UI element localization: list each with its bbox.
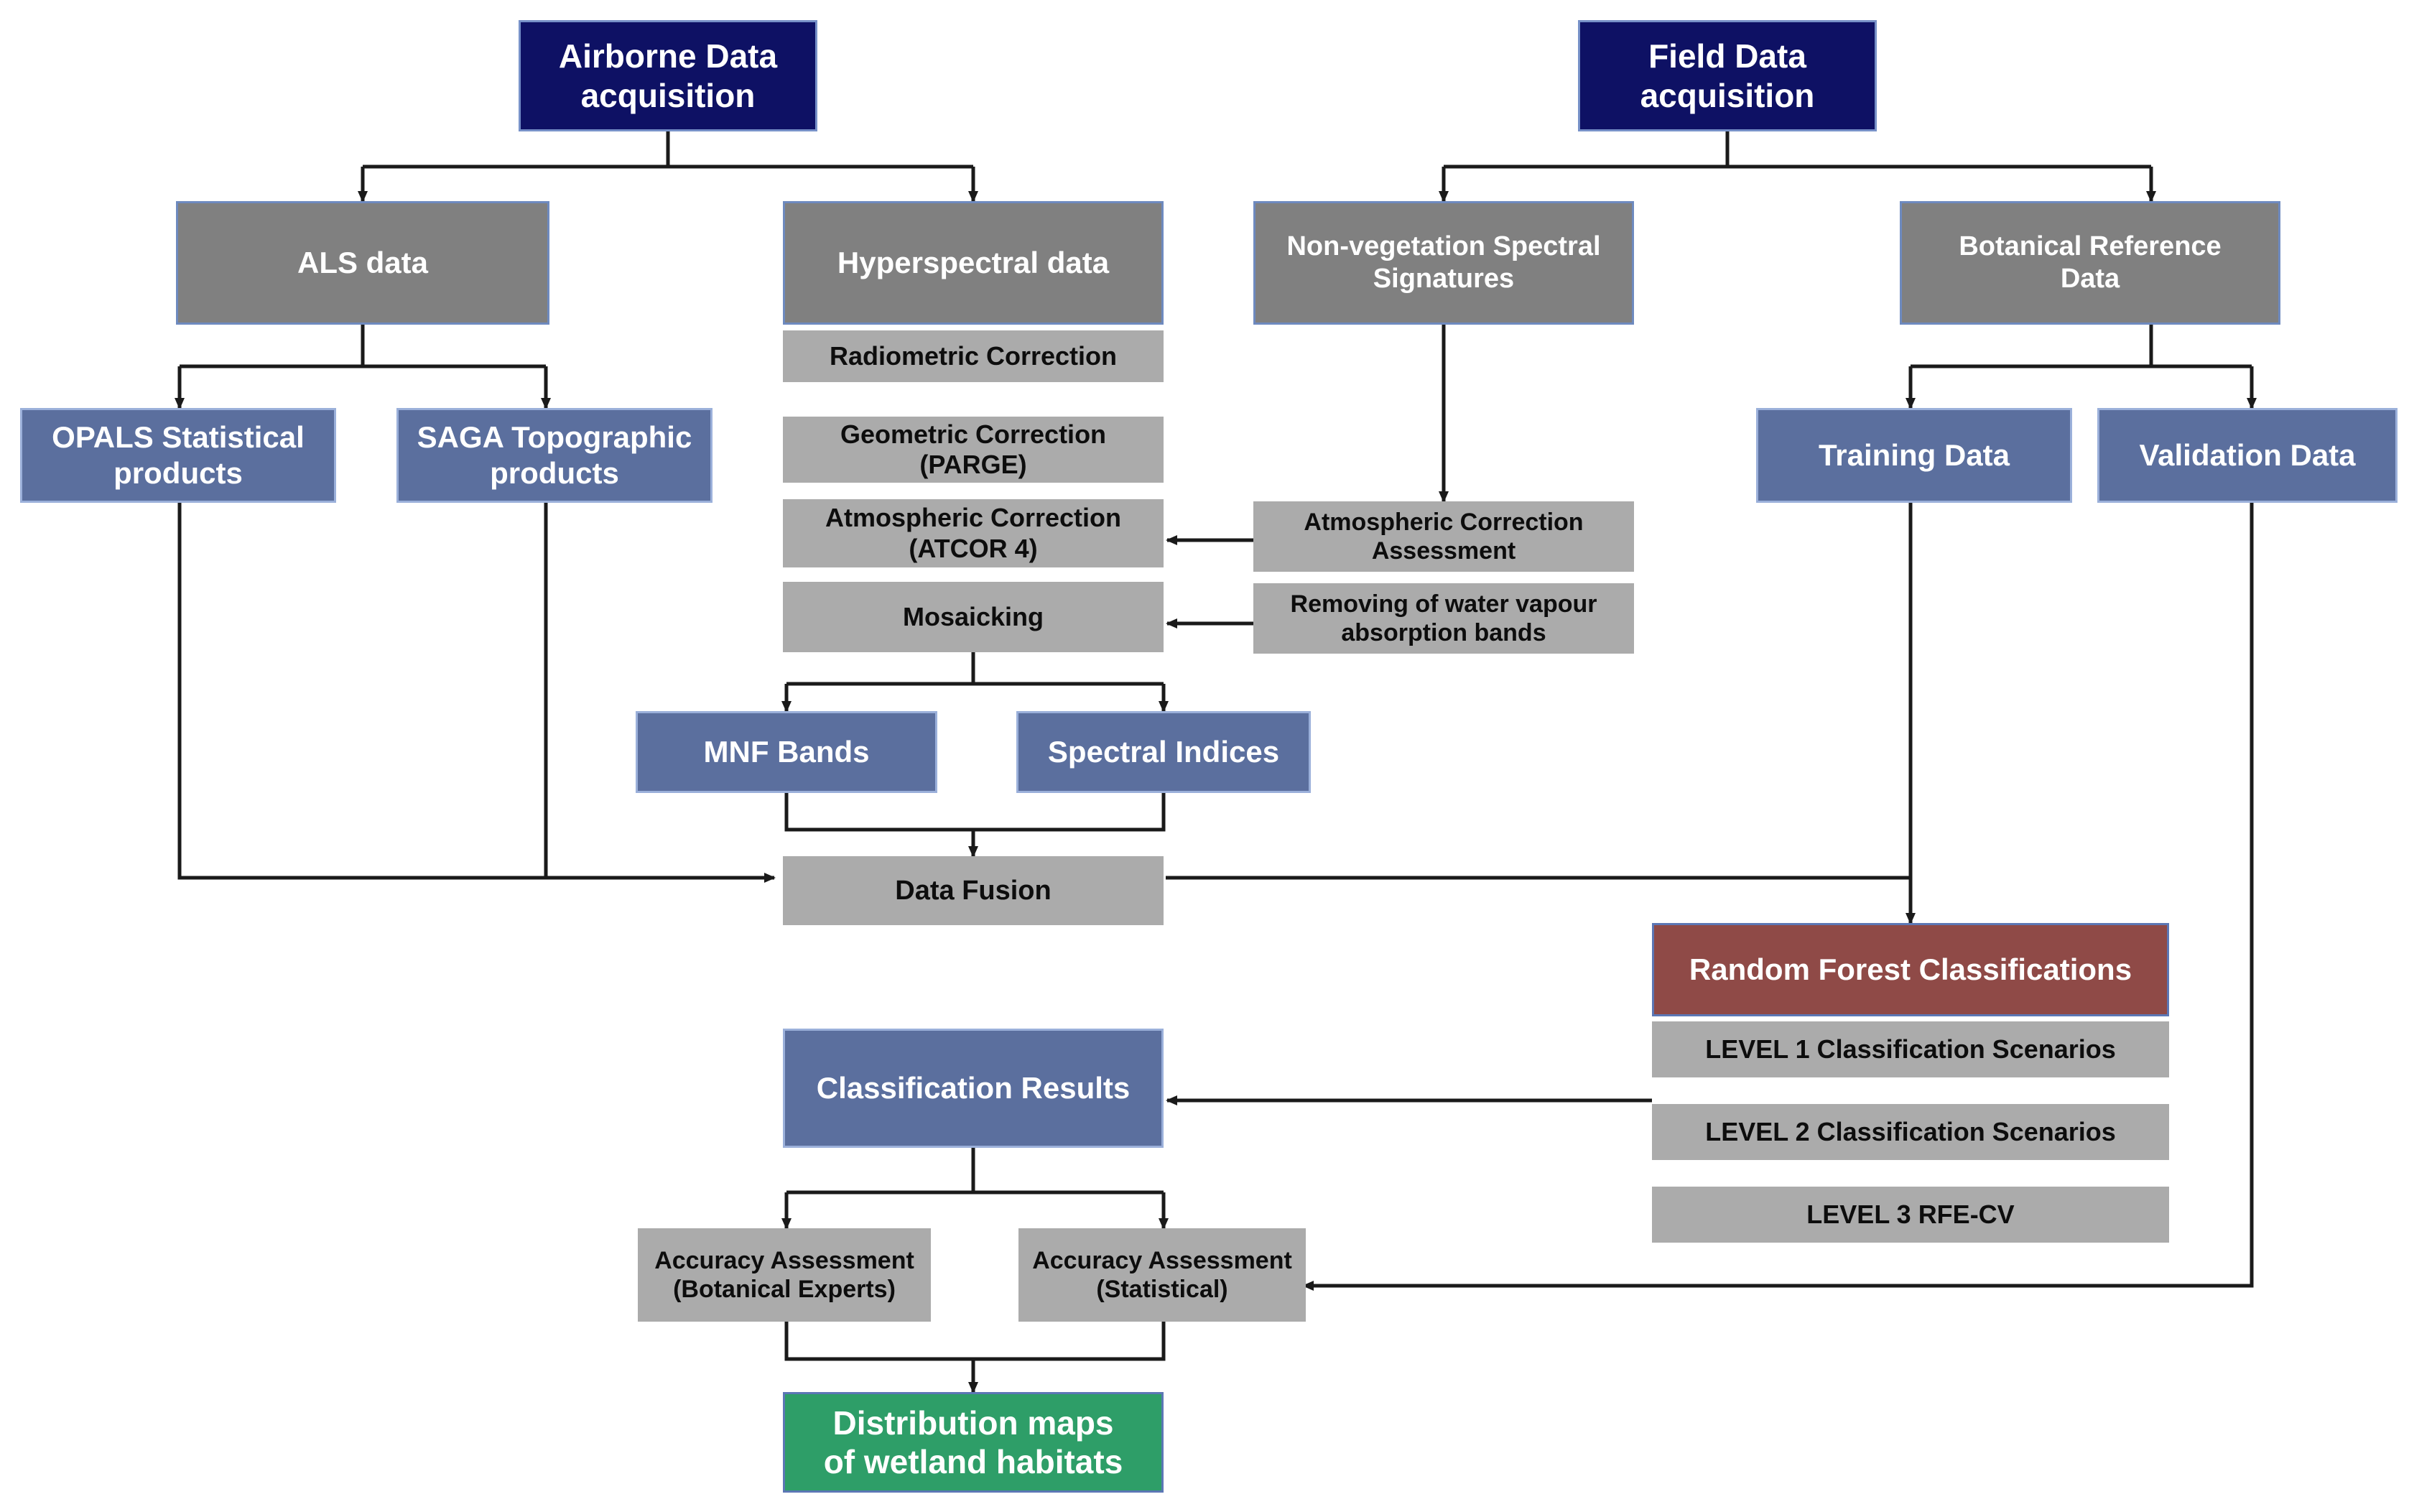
edge-indices-fusion: [973, 793, 1166, 832]
node-label: Classification Results: [816, 1071, 1131, 1105]
edge-opals-fusion: [177, 503, 776, 883]
node-spectral-indices[interactable]: Spectral Indices: [1016, 711, 1311, 793]
node-label: LEVEL 3 RFE-CV: [1806, 1199, 2015, 1229]
node-hyperspectral-data[interactable]: Hyperspectral data: [783, 201, 1164, 325]
node-level-2-classification-scenarios[interactable]: LEVEL 2 Classification Scenarios: [1652, 1104, 2169, 1160]
edge-airborne-als: [363, 131, 973, 201]
edge-mosaicking-mnf: [786, 652, 1164, 711]
node-validation-data[interactable]: Validation Data: [2097, 408, 2398, 503]
node-label: LEVEL 2 Classification Scenarios: [1705, 1116, 2116, 1146]
edge-statistical-maps: [973, 1322, 1166, 1361]
node-label: Accuracy Assessment(Botanical Experts): [654, 1246, 914, 1303]
node-label: Mosaicking: [902, 601, 1044, 631]
node-mosaicking[interactable]: Mosaicking: [783, 582, 1164, 652]
node-geometric-correction[interactable]: Geometric Correction(PARGE): [783, 417, 1164, 483]
edge-als-opals: [180, 325, 546, 408]
node-label: Validation Data: [2139, 438, 2356, 473]
node-random-forest-classifications[interactable]: Random Forest Classifications: [1652, 923, 2169, 1016]
node-accuracy-assessment-botanical[interactable]: Accuracy Assessment(Botanical Experts): [638, 1228, 931, 1322]
node-label: Radiometric Correction: [829, 340, 1118, 371]
node-label: Data Fusion: [895, 875, 1052, 906]
node-atmospheric-correction[interactable]: Atmospheric Correction(ATCOR 4): [783, 499, 1164, 567]
node-label: Hyperspectral data: [837, 246, 1110, 280]
node-radiometric-correction[interactable]: Radiometric Correction: [783, 330, 1164, 382]
edge-mnf-fusion: [784, 793, 973, 832]
edge-botanical-maps: [784, 1322, 973, 1361]
node-label: LEVEL 1 Classification Scenarios: [1705, 1034, 2116, 1064]
edge-validation-statistical: [1302, 503, 2254, 1291]
node-data-fusion[interactable]: Data Fusion: [783, 856, 1164, 925]
node-mnf-bands[interactable]: MNF Bands: [636, 711, 937, 793]
node-label: Accuracy Assessment(Statistical): [1032, 1246, 1292, 1303]
node-label: MNF Bands: [703, 735, 870, 769]
node-als-data[interactable]: ALS data: [176, 201, 549, 325]
node-level-3-rfe-cv[interactable]: LEVEL 3 RFE-CV: [1652, 1187, 2169, 1243]
node-classification-results[interactable]: Classification Results: [783, 1029, 1164, 1148]
edge-botanical-training: [1911, 325, 2252, 408]
edge-results-botanical: [786, 1148, 1164, 1228]
node-label: ALS data: [297, 246, 429, 280]
node-label: Random Forest Classifications: [1689, 952, 2132, 987]
node-accuracy-assessment-statistical[interactable]: Accuracy Assessment(Statistical): [1018, 1228, 1306, 1322]
node-label: Spectral Indices: [1047, 735, 1280, 769]
node-label: Geometric Correction(PARGE): [840, 419, 1107, 479]
node-training-data[interactable]: Training Data: [1756, 408, 2072, 503]
node-label: Training Data: [1818, 438, 2010, 473]
node-level-1-classification-scenarios[interactable]: LEVEL 1 Classification Scenarios: [1652, 1021, 2169, 1077]
node-label: Atmospheric Correction(ATCOR 4): [825, 503, 1122, 563]
edge-field-nonveg: [1444, 131, 2151, 201]
